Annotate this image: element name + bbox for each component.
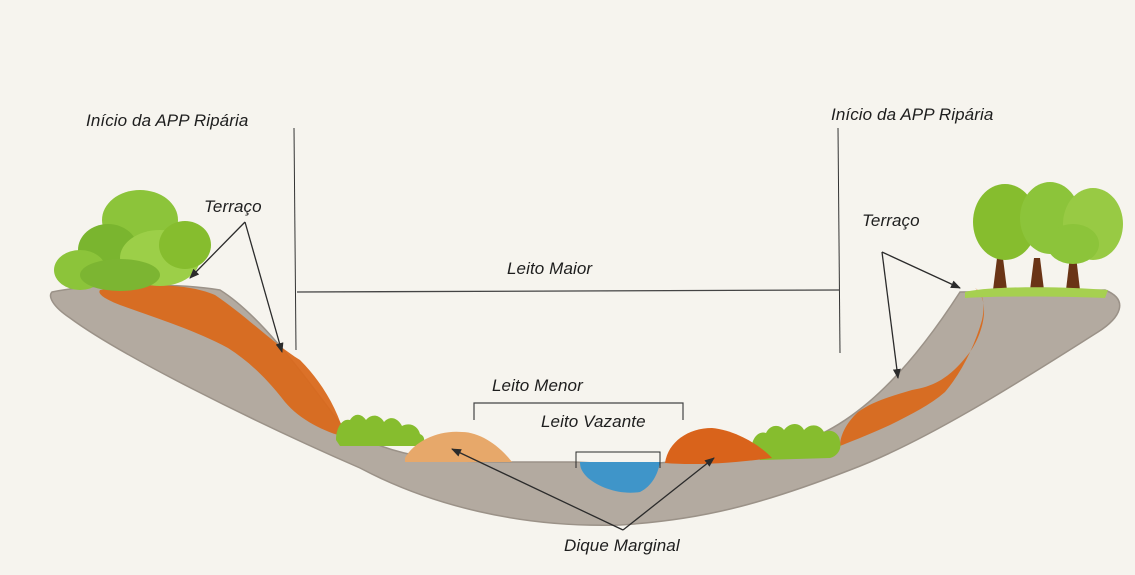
leito-maior-line bbox=[297, 290, 840, 292]
dike-right bbox=[665, 428, 772, 464]
left-trees bbox=[54, 190, 211, 291]
terrace-left-label: Terraço bbox=[204, 197, 262, 217]
terrace-right-arrow-2 bbox=[882, 252, 898, 378]
app-start-left-line bbox=[294, 128, 296, 350]
dique-marginal-label: Dique Marginal bbox=[564, 536, 680, 556]
terrace-right-arrow-1 bbox=[882, 252, 960, 288]
grass-left bbox=[336, 415, 424, 446]
terrace-right-label: Terraço bbox=[862, 211, 920, 231]
right-trees bbox=[965, 182, 1123, 298]
leito-menor-label: Leito Menor bbox=[492, 376, 583, 396]
app-start-right-line bbox=[838, 128, 840, 353]
leito-maior-label: Leito Maior bbox=[507, 259, 592, 279]
leito-vazante-label: Leito Vazante bbox=[541, 412, 646, 432]
app-start-left-label: Início da APP Ripária bbox=[86, 111, 248, 131]
app-start-right-label: Início da APP Ripária bbox=[831, 105, 993, 125]
